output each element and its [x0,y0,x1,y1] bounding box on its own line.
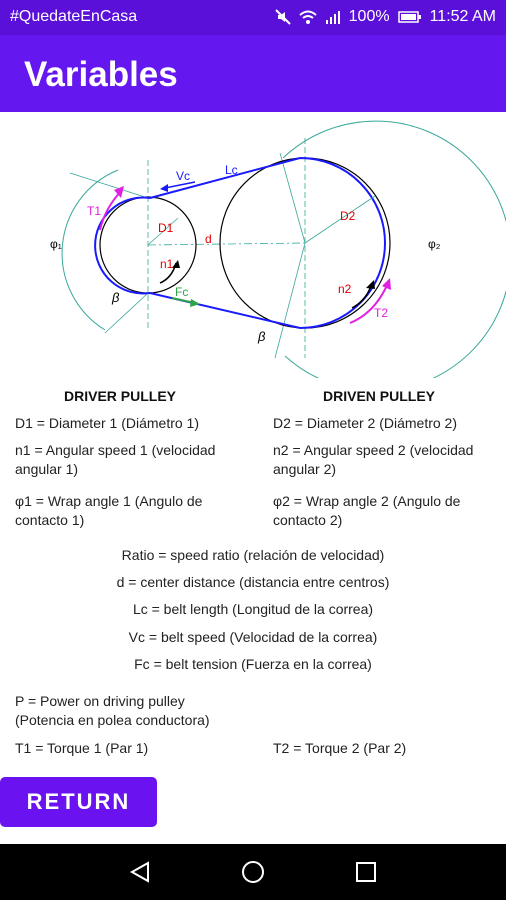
def-ratio: Ratio = speed ratio (relación de velocid… [121,547,385,563]
def-phi2-line2: contacto 2) [273,512,343,528]
def-n2-line1: n2 = Angular speed 2 (velocidad [273,442,474,458]
def-phi2-line1: φ2 = Wrap angle 2 (Angulo de [273,493,461,509]
mute-icon [274,9,291,25]
def-n1-line1: n1 = Angular speed 1 (velocidad [15,442,216,458]
status-hashtag: #QuedateEnCasa [10,8,138,25]
def-t2: T2 = Torque 2 (Par 2) [273,740,407,756]
label-beta-1: β [111,290,120,305]
label-d: d [205,232,212,246]
label-t2: T2 [374,306,388,320]
def-t1: T1 = Torque 1 (Par 1) [15,740,149,756]
app-bar: Variables [0,35,506,112]
def-power-line2: (Potencia en polea conductora) [15,712,210,728]
label-phi1: φ₁ [50,237,62,251]
def-phi1-line1: φ1 = Wrap angle 1 (Angulo de [15,493,203,509]
label-n2: n2 [338,282,352,296]
back-icon[interactable] [128,860,152,884]
def-n1-line2: angular 1) [15,461,79,477]
label-vc: Vc [176,169,190,183]
home-icon[interactable] [240,859,266,885]
navigation-bar [0,844,506,900]
label-d1: D1 [158,221,174,235]
def-d1: D1 = Diameter 1 (Diámetro 1) [15,415,200,431]
driver-heading: DRIVER PULLEY [64,388,177,404]
recents-icon[interactable] [354,860,378,884]
def-phi1-line2: contacto 1) [15,512,85,528]
label-phi2: φ₂ [428,237,441,251]
wifi-icon [298,10,317,24]
def-lc: Lc = belt length (Longitud de la correa) [132,601,374,617]
def-power-line1: P = Power on driving pulley [15,693,185,709]
signal-icon [325,11,340,24]
label-d2: D2 [340,209,356,223]
page-title: Variables [24,55,178,94]
def-fc: Fc = belt tension (Fuerza en la correa) [134,656,372,672]
status-icons: 100% 11:52 AM [274,8,496,26]
label-beta-2: β [257,329,266,344]
def-d: d = center distance (distancia entre cen… [116,574,390,590]
battery-icon [397,11,421,23]
belt-pulley-diagram: D1 D2 d n1 n2 T1 T2 Vc Lc Fc β β φ₁ φ₂ [50,120,506,378]
def-d2: D2 = Diameter 2 (Diámetro 2) [273,415,458,431]
label-lc: Lc [225,163,238,177]
label-t1: T1 [87,204,101,218]
driven-heading: DRIVEN PULLEY [323,388,436,404]
status-time: 11:52 AM [429,8,496,25]
return-button[interactable]: RETURN [0,777,157,827]
status-bar: #QuedateEnCasa 100% 11:52 AM [0,0,506,35]
label-fc: Fc [175,285,188,299]
def-vc: Vc = belt speed (Velocidad de la correa) [128,629,378,645]
def-n2-line2: angular 2) [273,461,337,477]
label-n1: n1 [160,257,174,271]
battery-percent: 100% [348,8,390,25]
